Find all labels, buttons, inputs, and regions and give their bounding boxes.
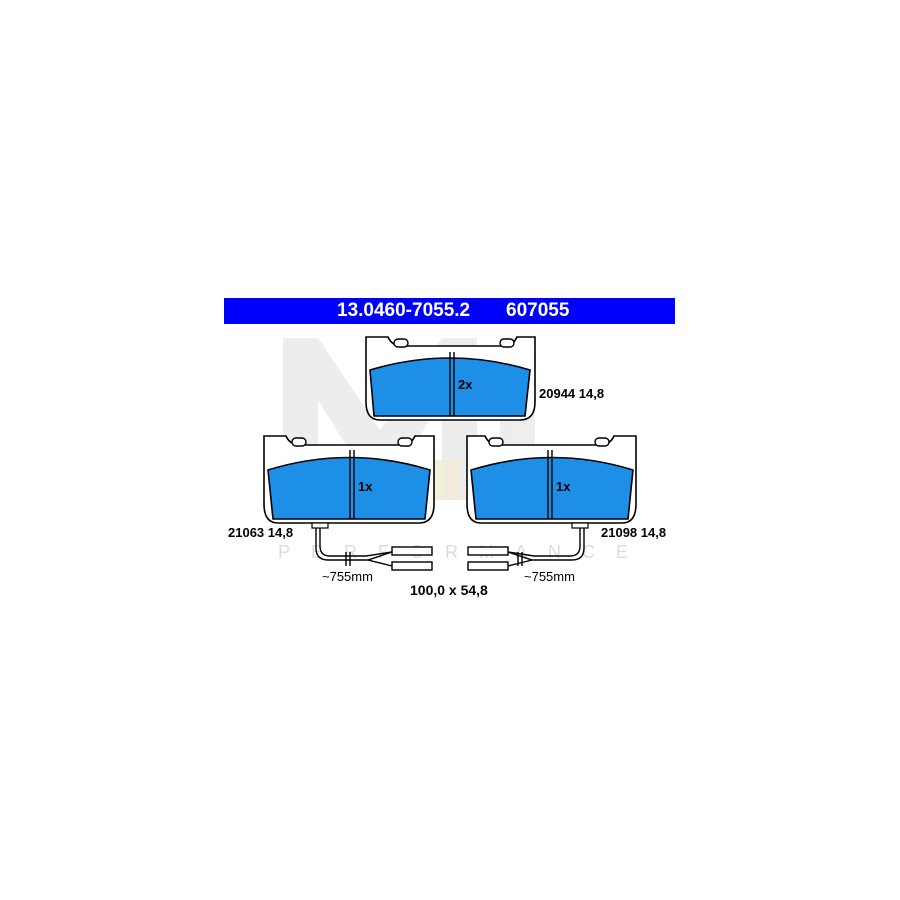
wear-sensor-right	[467, 528, 585, 571]
pad-right-sensor-clip	[571, 522, 589, 529]
pad-right-label: 21098 14,8	[601, 525, 667, 540]
pad-right	[466, 435, 637, 529]
pad-left-hole-left	[291, 437, 307, 447]
pad-right-quantity: 1x	[556, 479, 571, 494]
pad-right-hole-right	[594, 437, 610, 447]
pad-left-friction	[267, 456, 431, 520]
pad-top-label: 20944 14,8	[539, 386, 605, 401]
header-bar: 13.0460-7055.2 607055	[224, 298, 675, 324]
product-code: 607055	[506, 300, 570, 321]
pad-left-hole-right	[397, 437, 413, 447]
wear-sensor-left	[315, 528, 433, 571]
pad-left	[263, 435, 435, 529]
pad-left-sensor-clip	[311, 522, 329, 529]
part-number: 13.0460-7055.2	[337, 300, 471, 321]
pad-dimensions: 100,0 x 54,8	[410, 582, 488, 598]
pad-top-hole-right	[499, 338, 515, 348]
pad-left-label: 21063 14,8	[228, 525, 294, 540]
cable-length-right: ~755mm	[524, 569, 575, 584]
pad-top-hole-left	[393, 338, 409, 348]
cable-length-left: ~755mm	[322, 569, 373, 584]
pad-right-hole-left	[488, 437, 504, 447]
pad-left-quantity: 1x	[358, 479, 373, 494]
watermark-tagline: PERFORMANCE	[278, 542, 650, 562]
pad-top	[365, 336, 536, 421]
pad-top-quantity: 2x	[458, 377, 473, 392]
